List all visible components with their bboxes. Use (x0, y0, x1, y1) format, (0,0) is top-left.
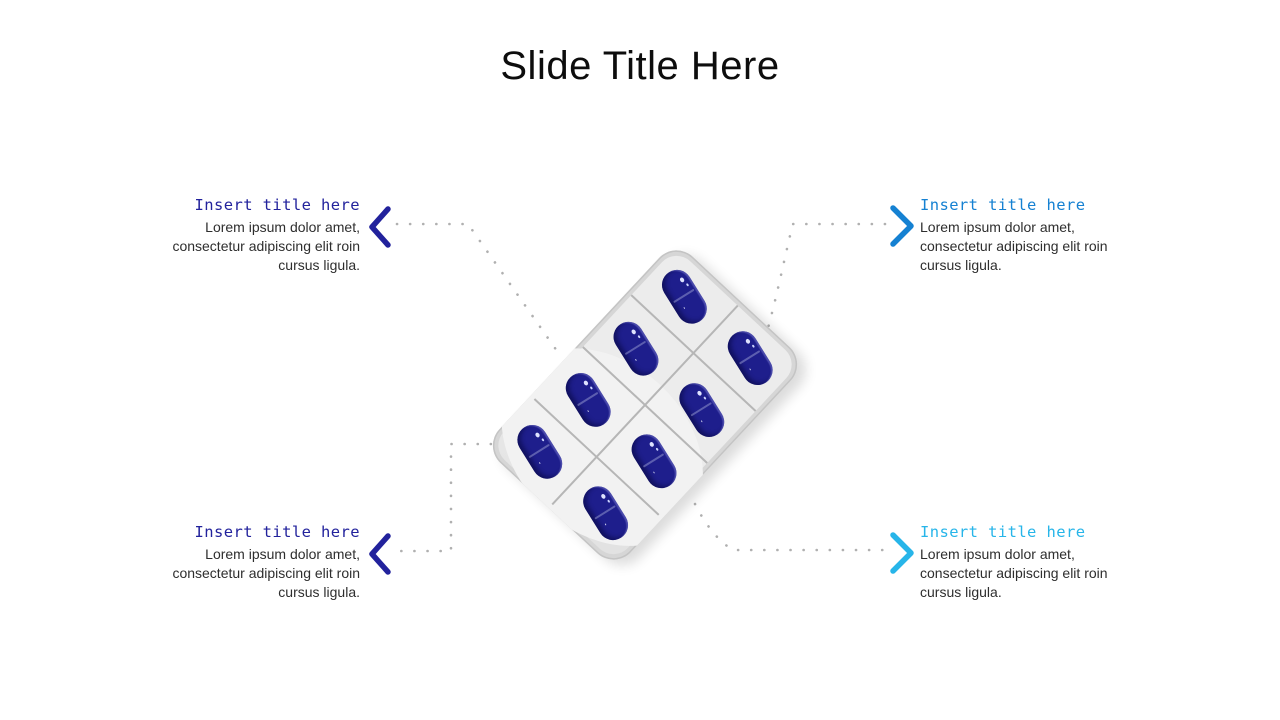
callout-body[interactable]: Lorem ipsum dolor amet, consectetur adip… (920, 545, 1148, 602)
callout-bottom-right: Insert title here Lorem ipsum dolor amet… (920, 523, 1148, 602)
callout-body-line: consectetur adipiscing elit roin (920, 238, 1108, 254)
callout-body-line: cursus ligula. (278, 584, 360, 600)
chevron-left-icon (369, 533, 391, 575)
connector-top-right (766, 222, 887, 330)
callout-body-line: cursus ligula. (920, 584, 1002, 600)
dotted-connectors (395, 222, 887, 553)
callout-body-line: Lorem ipsum dolor amet, (920, 219, 1075, 235)
chevron-right-icon (890, 532, 914, 574)
connector-top-left (395, 222, 559, 353)
callout-top-right: Insert title here Lorem ipsum dolor amet… (920, 196, 1148, 275)
callout-title[interactable]: Insert title here (920, 523, 1086, 541)
callout-top-left: Insert title here Lorem ipsum dolor amet… (132, 196, 360, 275)
callout-body-line: Lorem ipsum dolor amet, (920, 546, 1075, 562)
callout-body-line: cursus ligula. (278, 257, 360, 273)
callout-body-line: consectetur adipiscing elit roin (172, 565, 360, 581)
callout-title[interactable]: Insert title here (920, 196, 1086, 214)
callout-bottom-left: Insert title here Lorem ipsum dolor amet… (132, 523, 360, 602)
callout-body[interactable]: Lorem ipsum dolor amet, consectetur adip… (920, 218, 1148, 275)
callout-body-line: cursus ligula. (920, 257, 1002, 273)
callout-body[interactable]: Lorem ipsum dolor amet, consectetur adip… (132, 545, 360, 602)
callout-body-line: Lorem ipsum dolor amet, (205, 219, 360, 235)
callout-title[interactable]: Insert title here (194, 196, 360, 214)
chevron-left-icon (369, 206, 391, 248)
callout-body-line: Lorem ipsum dolor amet, (205, 546, 360, 562)
callout-body[interactable]: Lorem ipsum dolor amet, consectetur adip… (132, 218, 360, 275)
callout-body-line: consectetur adipiscing elit roin (920, 565, 1108, 581)
callout-title[interactable]: Insert title here (194, 523, 360, 541)
chevron-right-icon (890, 205, 914, 247)
callout-body-line: consectetur adipiscing elit roin (172, 238, 360, 254)
slide-title[interactable]: Slide Title Here (500, 44, 780, 88)
connector-bottom-right (693, 502, 885, 552)
connector-bottom-left (397, 442, 506, 553)
